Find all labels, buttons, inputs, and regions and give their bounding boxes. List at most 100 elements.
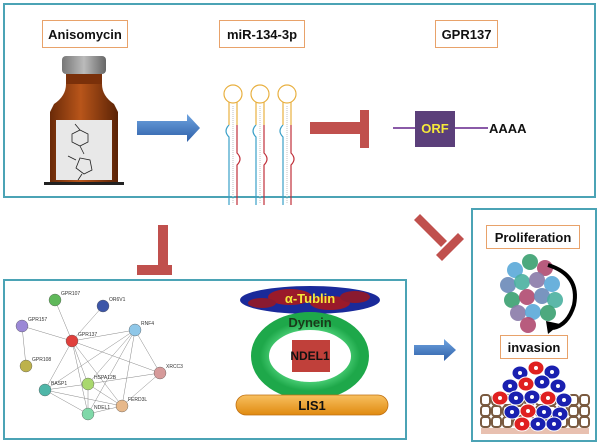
tumor-nucleus [524, 382, 528, 386]
network-edge [121, 329, 136, 407]
network-node-label: XRCC3 [166, 364, 183, 370]
proliferation-label: Proliferation [486, 225, 580, 249]
network-node-hspa12b[interactable] [81, 377, 95, 391]
inhibition-diagonal-icon [414, 214, 464, 261]
network-edge [21, 325, 27, 367]
tumor-nucleus [546, 396, 550, 400]
cell [529, 272, 545, 288]
invasion-label: invasion [500, 335, 568, 359]
mirna-hairpin-icon [223, 84, 297, 205]
inhibition-symbol-icon [310, 110, 369, 148]
cycle-arrow-icon [547, 263, 577, 330]
network-edge [71, 305, 104, 342]
inhibition-down-icon [137, 225, 172, 275]
tumor-nucleus [526, 409, 530, 413]
tumor-nucleus [520, 422, 524, 426]
mirna-label: miR-134-3p [219, 20, 305, 48]
cell [525, 304, 541, 320]
anisomycin-label: Anisomycin [42, 20, 128, 48]
stroma-cell [491, 405, 502, 417]
network-edge [44, 389, 89, 415]
stroma-cell [480, 394, 491, 406]
network-edge [44, 329, 136, 391]
network-node-basp1[interactable] [38, 383, 52, 397]
tumor-nucleus [498, 396, 502, 400]
network-node-label: FERD3L [128, 397, 147, 403]
network-edge [71, 340, 89, 385]
activation-arrow-icon [137, 114, 200, 142]
dynein-label: Dynein [288, 315, 331, 330]
network-node-rnf4[interactable] [128, 323, 142, 337]
tumor-nucleus [556, 384, 560, 388]
stroma-cell [568, 405, 579, 417]
stroma-cell [579, 405, 590, 417]
stroma-cell [480, 405, 491, 417]
cell [519, 289, 535, 305]
cell [522, 254, 538, 270]
stroma-cell [568, 416, 579, 428]
network-node-gpr137[interactable] [65, 334, 79, 348]
network-edge [87, 372, 161, 385]
network-edge [87, 329, 136, 415]
network-edge [71, 329, 136, 342]
network-edge [21, 325, 73, 342]
cycle-arrowhead-icon [546, 321, 560, 334]
tumor-nucleus [508, 384, 512, 388]
cell [500, 277, 516, 293]
tumor-nucleus [540, 380, 544, 384]
network-edge [71, 340, 161, 374]
tumor-nucleus [562, 398, 566, 402]
network-node-label: GPR157 [28, 317, 47, 323]
network-node-label: NDEL1 [94, 405, 110, 411]
tubulin-icon [240, 286, 380, 314]
cell [544, 276, 560, 292]
dynein-ring-icon [251, 312, 369, 400]
network-edge [121, 372, 161, 407]
tumor-nucleus [518, 371, 522, 375]
network-node-gpr157[interactable] [15, 319, 29, 333]
activation-arrow-3-icon [414, 339, 456, 361]
network-node-ferd3l[interactable] [115, 399, 129, 413]
stroma-cell [579, 416, 590, 428]
network-node-or6v1[interactable] [96, 299, 110, 313]
tumor-nucleus [514, 396, 518, 400]
lis1-bar [235, 394, 389, 416]
tumor-nucleus [530, 395, 534, 399]
lis1-label: LIS1 [298, 398, 325, 413]
orf-label: ORF [421, 121, 449, 136]
cell [510, 305, 526, 321]
stroma-cell [491, 416, 502, 428]
ndel1-box [292, 340, 330, 372]
network-node-label: GPR137 [78, 332, 97, 338]
anisomycin-bottle-icon [44, 56, 124, 185]
cell [507, 262, 523, 278]
cell [540, 305, 556, 321]
cell [534, 288, 550, 304]
network-node-ndel1[interactable] [81, 407, 95, 421]
cell [514, 274, 530, 290]
tumor-nucleus [510, 410, 514, 414]
network-edge [87, 329, 136, 385]
polya-label: AAAA [489, 121, 527, 136]
network-node-label: GPR107 [61, 291, 80, 297]
network-edge [71, 340, 89, 415]
network-node-gpr107[interactable] [48, 293, 62, 307]
tumor-nucleus [534, 366, 538, 370]
network-node-label: HSPA12B [94, 375, 117, 381]
network-node-gpr108[interactable] [19, 359, 33, 373]
tumor-nucleus [552, 422, 556, 426]
network-node-xrcc3[interactable] [153, 366, 167, 380]
network-node-label: BASP1 [51, 381, 67, 387]
network-edge [44, 340, 73, 391]
tumor-nucleus [558, 412, 562, 416]
network-node-label: RNF4 [141, 321, 154, 327]
stroma-cell [480, 416, 491, 428]
network-node-label: GPR108 [32, 357, 51, 363]
tumor-nucleus [550, 370, 554, 374]
tumor-nucleus [536, 422, 540, 426]
cell [520, 317, 536, 333]
